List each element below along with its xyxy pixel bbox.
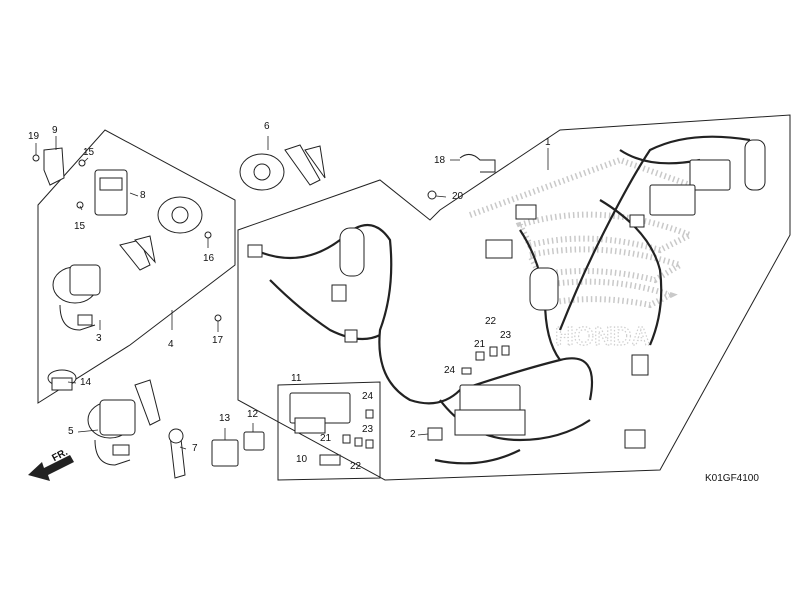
honda-watermark-text: HONDA xyxy=(555,321,651,351)
callout-10: 10 xyxy=(296,454,308,465)
key-set-top xyxy=(239,144,326,191)
callout-1: 1 xyxy=(545,137,551,148)
callout-24-lower: 24 xyxy=(362,391,374,402)
callout-9: 9 xyxy=(52,125,58,136)
callout-12: 12 xyxy=(247,409,259,420)
callout-23-upper: 23 xyxy=(500,330,512,341)
callout-22-lower: 22 xyxy=(350,461,362,472)
callout-19: 19 xyxy=(28,131,40,142)
assembly-outlines xyxy=(37,114,791,481)
callout-5: 5 xyxy=(68,426,74,437)
callout-14: 14 xyxy=(80,377,92,388)
callout-24-upper: 24 xyxy=(444,365,456,376)
callout-21-upper: 21 xyxy=(474,339,486,350)
callout-20: 20 xyxy=(452,191,464,202)
callout-2: 2 xyxy=(410,429,416,440)
harness-components xyxy=(247,139,766,466)
callout-11: 11 xyxy=(291,373,302,384)
callout-17: 17 xyxy=(212,335,224,346)
callout-16: 16 xyxy=(203,253,215,264)
callout-6: 6 xyxy=(264,121,270,132)
ignition-switch-group xyxy=(32,147,222,391)
callout-8: 8 xyxy=(140,190,146,201)
callout-21-lower: 21 xyxy=(320,433,332,444)
seat-lock-group xyxy=(87,379,265,479)
callout-15-lower: 15 xyxy=(74,221,86,232)
diagram-code: K01GF4100 xyxy=(705,473,759,484)
callout-7: 7 xyxy=(192,443,198,454)
callout-4: 4 xyxy=(168,339,174,350)
honda-wing-watermark xyxy=(468,156,698,309)
callout-13: 13 xyxy=(219,413,231,424)
leader-lines xyxy=(35,136,549,450)
callout-15-upper: 15 xyxy=(83,147,95,158)
callout-18: 18 xyxy=(434,155,446,166)
callout-3: 3 xyxy=(96,333,102,344)
callout-22-upper: 22 xyxy=(485,316,497,327)
front-direction-arrow-icon xyxy=(28,455,74,481)
callout-23-lower: 23 xyxy=(362,424,374,435)
